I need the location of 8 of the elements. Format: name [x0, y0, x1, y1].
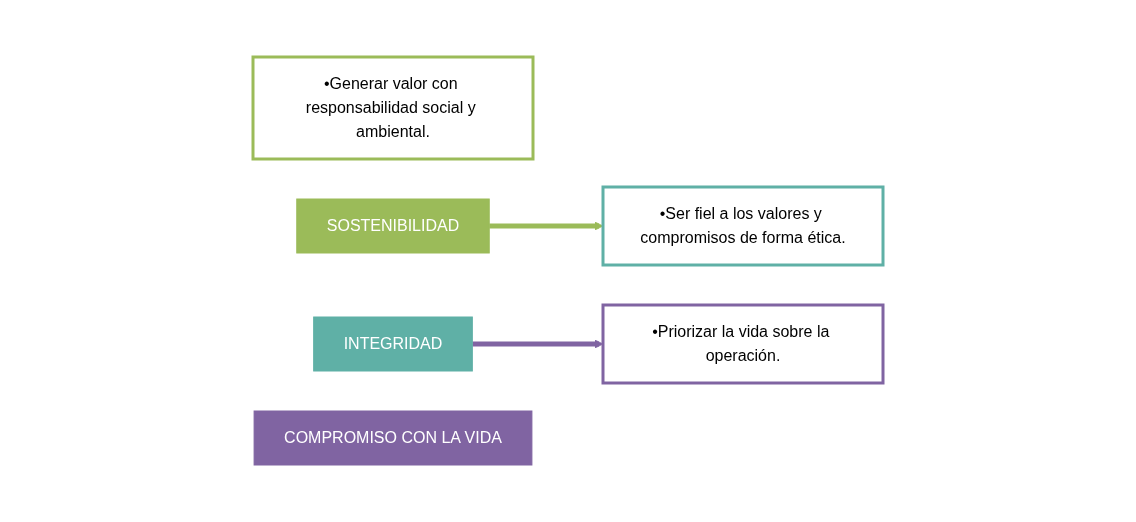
- node-box: •Generar valor con responsabilidad social y ambiental.: [251, 55, 535, 161]
- node-box: SOSTENIBILIDAD: [296, 198, 490, 254]
- node-box: •Priorizar la vida sobre la operación.: [601, 303, 885, 385]
- node-box: •Ser fiel a los valores y compromisos de forma ética.: [601, 185, 885, 267]
- arrow: [472, 339, 604, 349]
- node-box: COMPROMISO CON LA VIDA: [253, 410, 533, 466]
- node-box: INTEGRIDAD: [313, 316, 473, 372]
- arrow: [489, 221, 604, 231]
